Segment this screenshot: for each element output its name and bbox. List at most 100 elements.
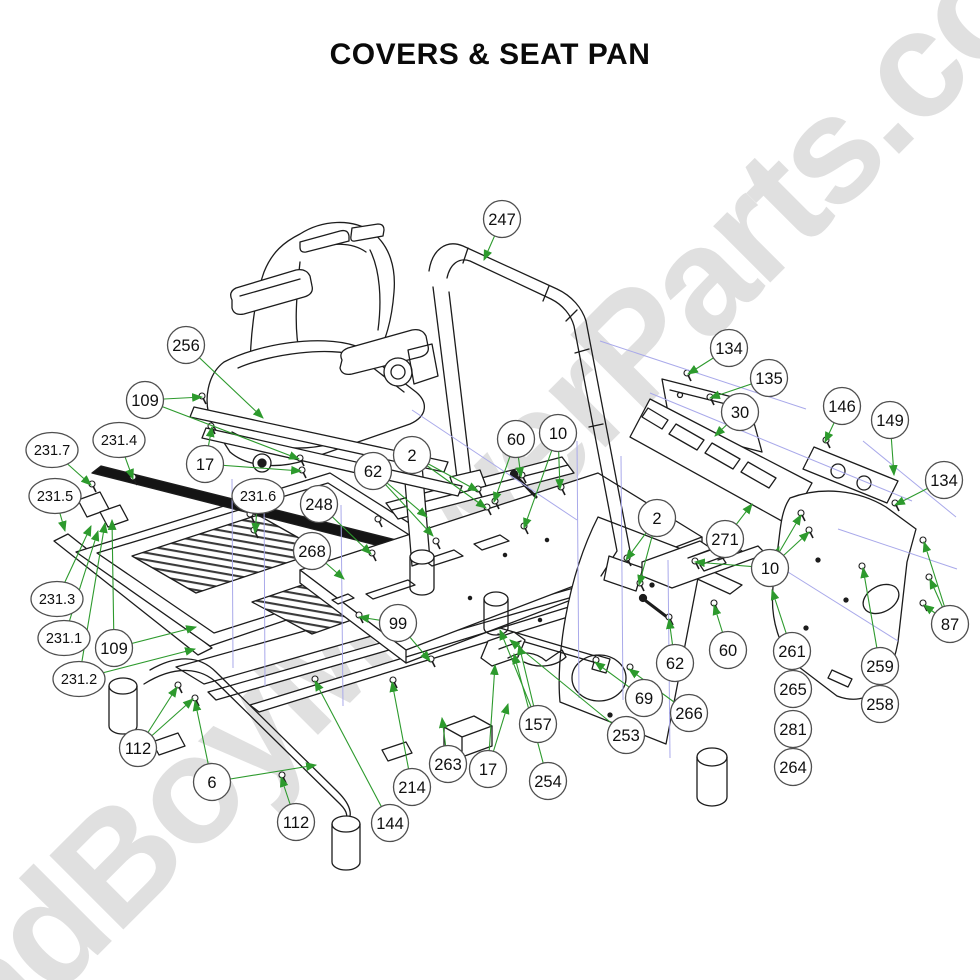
- part-number: 2: [407, 447, 416, 465]
- part-number: 247: [488, 211, 516, 229]
- assembly-line: [231, 478, 234, 669]
- bolt-icon: [427, 655, 436, 668]
- part-callout: 144: [370, 803, 410, 843]
- callout-circle: [772, 631, 812, 671]
- part-number: 231.1: [46, 631, 82, 647]
- part-number: 144: [376, 815, 404, 833]
- assembly-line: [771, 561, 899, 642]
- part-callout: 231.1: [37, 619, 91, 657]
- callout-circle: [528, 761, 568, 801]
- part-number: 134: [715, 340, 743, 358]
- bolt-icon: [919, 599, 928, 612]
- callout-circle: [924, 460, 964, 500]
- leader-line: [107, 518, 117, 649]
- part-callout: 146: [822, 386, 862, 426]
- leader-line: [509, 639, 627, 736]
- part-callout: 231.3: [30, 580, 84, 618]
- callout-circle: [637, 498, 677, 538]
- part-callout: 231.6: [231, 477, 285, 515]
- part-number: 281: [779, 721, 807, 739]
- bolt-icon: [88, 480, 97, 493]
- part-number: 254: [534, 773, 562, 791]
- part-callout: 254: [528, 761, 568, 801]
- part-callout: 263: [428, 744, 468, 784]
- callout-circle: [720, 392, 760, 432]
- callout-circle: [231, 477, 285, 515]
- part-number: 256: [172, 337, 200, 355]
- bolt-icon: [374, 515, 383, 528]
- leader-line: [78, 521, 108, 680]
- callout-circle: [92, 421, 146, 459]
- callout-circle: [37, 619, 91, 657]
- part-number: 112: [125, 740, 151, 758]
- assembly-line: [576, 440, 580, 699]
- callout-circle: [606, 715, 646, 755]
- part-callout: 268: [292, 531, 332, 571]
- part-callout: 10: [538, 413, 578, 453]
- callout-circle: [392, 767, 432, 807]
- callout-circle: [709, 328, 749, 368]
- seat: [189, 221, 463, 497]
- callout-circle: [750, 548, 790, 588]
- part-callout: 266: [669, 693, 709, 733]
- part-callout: 17: [185, 444, 225, 484]
- part-callout: 281: [773, 709, 813, 749]
- callout-circle: [749, 358, 789, 398]
- part-number: 10: [549, 425, 567, 443]
- callout-circle: [125, 380, 165, 420]
- callout-circle: [870, 400, 910, 440]
- callout-circle: [118, 728, 158, 768]
- callout-circle: [482, 199, 522, 239]
- callout-circle: [773, 747, 813, 787]
- part-number: 259: [866, 658, 894, 676]
- callout-circle: [773, 709, 813, 749]
- part-callout: 259: [860, 646, 900, 686]
- callout-circle: [378, 603, 418, 643]
- callout-circle: [28, 477, 82, 515]
- assembly-line: [620, 455, 624, 701]
- callout-circle: [52, 660, 106, 698]
- callout-circle: [708, 630, 748, 670]
- callout-circle: [655, 643, 695, 683]
- part-number: 157: [524, 716, 552, 734]
- callout-circle: [428, 744, 468, 784]
- part-number: 261: [778, 643, 806, 661]
- bolt-icon: [891, 499, 900, 512]
- part-number: 112: [283, 814, 309, 832]
- bolt-icon: [683, 369, 692, 382]
- part-callout: 231.4: [92, 421, 146, 459]
- part-callout: 69: [624, 678, 664, 718]
- part-callout: 253: [606, 715, 646, 755]
- assembly-line: [649, 392, 913, 502]
- part-callout: 112: [276, 802, 316, 842]
- part-number: 149: [876, 412, 904, 430]
- part-callout: 10: [750, 548, 790, 588]
- part-number: 87: [941, 616, 959, 634]
- part-number: 231.2: [61, 672, 97, 688]
- part-callout: 109: [94, 628, 134, 668]
- part-callout: 261: [772, 631, 812, 671]
- bolt-icon: [389, 676, 398, 689]
- part-number: 271: [711, 531, 739, 549]
- part-callout: 231.5: [28, 477, 82, 515]
- part-number: 248: [305, 496, 333, 514]
- part-callout: 30: [720, 392, 760, 432]
- part-number: 146: [828, 398, 856, 416]
- part-number: 231.3: [39, 592, 75, 608]
- callout-circle: [192, 762, 232, 802]
- part-callout: 6: [192, 762, 232, 802]
- callout-circle: [185, 444, 225, 484]
- part-callout: 265: [773, 669, 813, 709]
- part-number: 231.6: [240, 489, 276, 505]
- part-number: 109: [131, 392, 159, 410]
- part-number: 253: [612, 727, 640, 745]
- part-callout: 2: [392, 435, 432, 475]
- part-number: 258: [866, 696, 894, 714]
- bolt-icon: [298, 466, 307, 479]
- part-number: 62: [666, 655, 684, 673]
- part-number: 2: [652, 510, 661, 528]
- part-callout: 99: [378, 603, 418, 643]
- callout-circle: [94, 628, 134, 668]
